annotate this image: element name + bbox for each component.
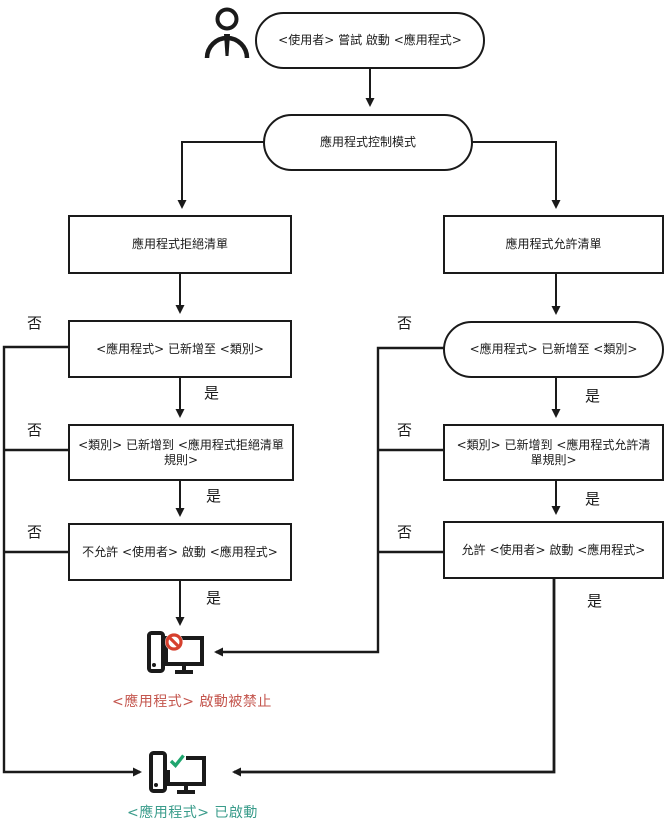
node-denylist-step2-label: <類別> 已新增到 <應用程式拒絕清單規則> [78, 437, 284, 467]
branch-yes-allowlist-2: 是 [584, 488, 602, 509]
blocked-caption: <應用程式> 啟動被禁止 [112, 694, 272, 710]
user-icon [202, 6, 252, 60]
branch-no-denylist-2: 否 [26, 419, 44, 440]
node-allowlist-step1-label: <應用程式> 已新增至 <類別> [469, 342, 638, 356]
branch-no-allowlist-3: 否 [396, 521, 414, 542]
blocked-computer-icon [146, 630, 208, 678]
node-denylist-step3: 不允許 <使用者> 啟動 <應用程式> [68, 523, 292, 581]
branch-no-allowlist-1: 否 [396, 312, 414, 333]
node-denylist-step1: <應用程式> 已新增至 <類別> [68, 320, 292, 378]
node-denylist-step2: <類別> 已新增到 <應用程式拒絕清單規則> [68, 424, 294, 481]
node-allowlist: 應用程式允許清單 [443, 215, 664, 274]
node-allowlist-step3: 允許 <使用者> 啟動 <應用程式> [443, 521, 664, 579]
node-start-event: <使用者> 嘗試 啟動 <應用程式> [255, 12, 485, 69]
branch-yes-allowlist-3: 是 [586, 590, 604, 611]
node-control-mode-label: 應用程式控制模式 [319, 135, 416, 149]
started-caption: <應用程式> 已啟動 [127, 805, 258, 821]
branch-yes-denylist-3: 是 [205, 587, 223, 608]
branch-no-denylist-3: 否 [26, 521, 44, 542]
branch-yes-denylist-2: 是 [205, 485, 223, 506]
node-allowlist-step2-label: <類別> 已新增到 <應用程式允許清單規則> [456, 437, 651, 467]
node-denylist-label: 應用程式拒絕清單 [131, 237, 228, 251]
node-allowlist-label: 應用程式允許清單 [505, 237, 602, 251]
node-allowlist-step1: <應用程式> 已新增至 <類別> [443, 321, 664, 378]
node-allowlist-step2: <類別> 已新增到 <應用程式允許清單規則> [443, 424, 664, 481]
node-denylist-step3-label: 不允許 <使用者> 啟動 <應用程式> [82, 544, 278, 559]
branch-yes-denylist-1: 是 [203, 382, 221, 403]
started-computer-icon [148, 750, 210, 798]
branch-yes-allowlist-1: 是 [584, 385, 602, 406]
node-denylist: 應用程式拒絕清單 [68, 215, 292, 274]
node-control-mode: 應用程式控制模式 [263, 114, 473, 171]
branch-no-allowlist-2: 否 [396, 419, 414, 440]
node-denylist-step1-label: <應用程式> 已新增至 <類別> [96, 341, 264, 356]
node-allowlist-step3-label: 允許 <使用者> 啟動 <應用程式> [461, 542, 646, 557]
node-start-event-label: <使用者> 嘗試 啟動 <應用程式> [278, 33, 462, 47]
branch-no-denylist-1: 否 [26, 312, 44, 333]
